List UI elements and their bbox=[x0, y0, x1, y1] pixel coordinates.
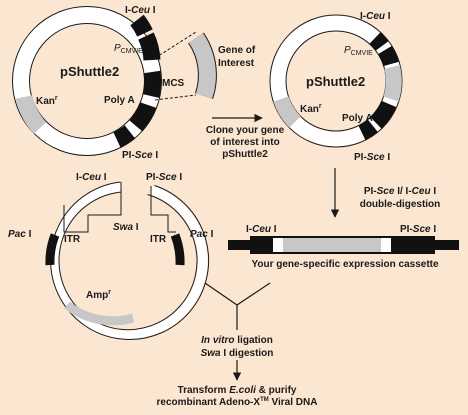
adeno-swa-stuffer bbox=[63, 198, 122, 233]
gene-of-interest-line2: Interest bbox=[218, 58, 255, 69]
adeno-itr-left-label: ITR bbox=[64, 234, 81, 245]
adeno-vector: I-Ceu I PI-Sce I Swa I Pac I Pac I ITR I… bbox=[8, 172, 214, 340]
adeno-ring-arc-inner bbox=[58, 191, 198, 331]
right-iceu-label: I-Ceu I bbox=[360, 11, 391, 22]
right-kan-segment bbox=[273, 96, 301, 128]
ligation-step-line1: In vitro ligation bbox=[201, 335, 273, 346]
final-step-line2: recombinant Adeno-XTM Viral DNA bbox=[157, 397, 318, 408]
gene-of-interest-line1: Gene of bbox=[218, 45, 256, 56]
left-pisce-site bbox=[113, 125, 136, 148]
left-pcmv-segment bbox=[138, 32, 161, 61]
adeno-amp-label: Ampr bbox=[86, 289, 111, 301]
left-pisce-label: PI-Sce I bbox=[122, 150, 158, 161]
left-plasmid: pShuttle2 I-Ceu I PCMVIE MCS Poly A Kanr… bbox=[12, 5, 197, 161]
adeno-swa-label: Swa I bbox=[113, 222, 139, 233]
left-iceu-site bbox=[130, 14, 153, 37]
left-mcs-callout-bottom bbox=[154, 94, 197, 101]
adeno-pac-right-label: Pac I bbox=[190, 229, 214, 240]
clone-step-line1: Clone your gene bbox=[206, 125, 285, 136]
cassette-pisce-label: PI-Sce I bbox=[400, 224, 436, 235]
adeno-pac-left-label: Pac I bbox=[8, 229, 32, 240]
adeno-swa-stuffer-right bbox=[150, 198, 176, 233]
right-kan-label: Kanr bbox=[300, 103, 322, 115]
left-plasmid-inner-edge bbox=[29, 23, 145, 139]
adeno-itr-right-label: ITR bbox=[150, 234, 167, 245]
cassette-white-right bbox=[381, 238, 391, 252]
right-gene-segment bbox=[383, 65, 402, 102]
gene-of-interest: Gene of Interest bbox=[187, 32, 256, 100]
left-kan-segment bbox=[15, 94, 47, 134]
adeno-ring-arc-outer bbox=[50, 181, 210, 340]
left-iceu-label: I-Ceu I bbox=[125, 5, 156, 16]
right-polya-segment bbox=[370, 100, 397, 129]
left-polya-label: Poly A bbox=[104, 95, 135, 106]
right-iceu-site bbox=[369, 32, 389, 51]
right-pcmv-segment bbox=[378, 45, 399, 67]
right-pisce-site bbox=[358, 119, 379, 141]
cassette-gene-region bbox=[283, 238, 381, 252]
adeno-pisce-label: PI-Sce I bbox=[146, 172, 182, 183]
adeno-amp-segment bbox=[64, 301, 135, 326]
merge-left-branch bbox=[204, 282, 238, 306]
right-pcmv-label: PCMVIE bbox=[344, 45, 373, 57]
expression-cassette: I-Ceu I PI-Sce I Your gene-specific expr… bbox=[228, 224, 459, 270]
ligation-step-line2: Swa I digestion bbox=[201, 348, 274, 359]
left-plasmid-outer-edge bbox=[12, 6, 162, 156]
right-plasmid: pShuttle2 I-Ceu I PCMVIE Poly A Kanr PI-… bbox=[269, 11, 403, 163]
right-plasmid-name: pShuttle2 bbox=[306, 74, 365, 89]
digest-step-line1: PI-Sce I/ I-Ceu I bbox=[364, 186, 436, 197]
cassette-iceu-label: I-Ceu I bbox=[246, 224, 277, 235]
clone-step-line2: of interest into bbox=[210, 137, 279, 148]
left-mcs-callout-top bbox=[154, 31, 197, 59]
adeno-iceu-label: I-Ceu I bbox=[76, 172, 107, 183]
digest-step-line2: double-digestion bbox=[360, 199, 441, 210]
left-mcs-label: MCS bbox=[162, 78, 185, 89]
cassette-white-left bbox=[273, 238, 283, 252]
clone-step-line3: pShuttle2 bbox=[222, 149, 268, 160]
final-step-line1: Transform E.coli & purify bbox=[178, 385, 297, 396]
merge-right-branch bbox=[236, 282, 271, 306]
cassette-caption: Your gene-specific expression cassette bbox=[251, 259, 439, 270]
adeno-ring-arc bbox=[50, 182, 208, 340]
left-kan-label: Kanr bbox=[36, 95, 58, 107]
left-pcmv-label: PCMVIE bbox=[114, 43, 143, 55]
left-plasmid-name: pShuttle2 bbox=[60, 64, 119, 79]
right-pisce-label: PI-Sce I bbox=[354, 152, 390, 163]
left-polya-segment bbox=[129, 101, 157, 132]
adeno-right-itr-segment bbox=[170, 233, 185, 266]
left-mcs-segment bbox=[142, 70, 162, 98]
adeno-left-itr-segment bbox=[45, 233, 60, 266]
right-polya-label: Poly A bbox=[342, 113, 373, 124]
right-plasmid-outer-edge bbox=[269, 14, 403, 148]
